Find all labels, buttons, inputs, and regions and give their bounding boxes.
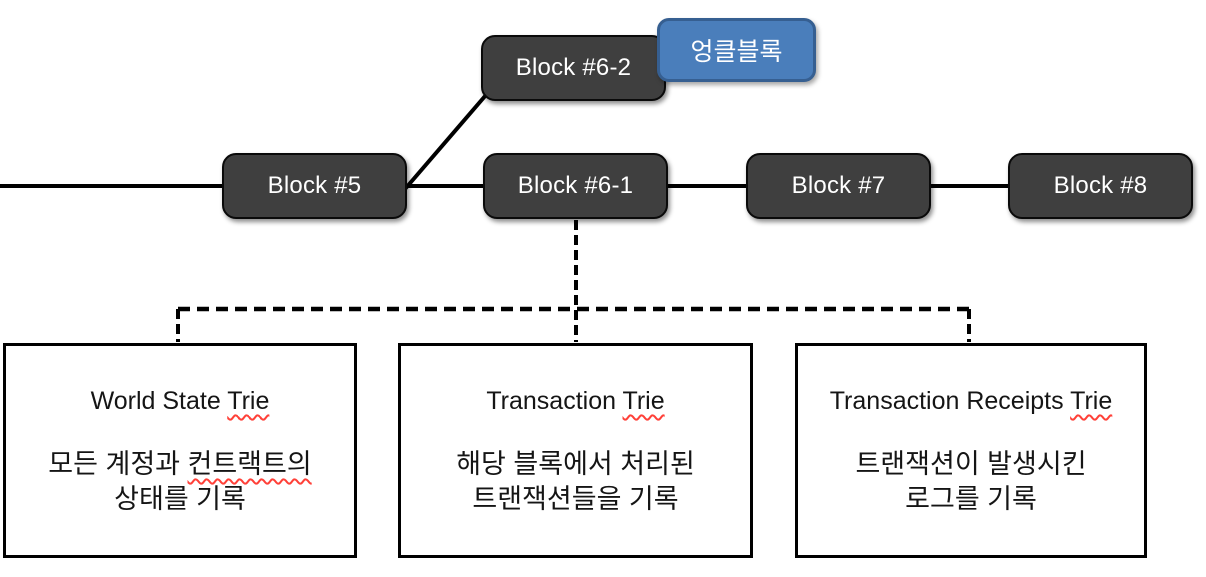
trie-title-text: World State <box>90 387 228 415</box>
trie-title: Transaction Trie <box>486 382 664 420</box>
trie-body-line: 트랜잭션이 발생시킨 <box>855 449 1087 479</box>
block-label: Block #6-2 <box>515 54 632 81</box>
block-label: Block #7 <box>791 172 886 199</box>
trie-title: Transaction Receipts Trie <box>830 382 1113 420</box>
trie-body-line: 트랜잭션들을 기록 <box>472 484 679 514</box>
uncle-block-tag: 엉클블록 <box>657 18 816 82</box>
trie-title-flagged-word: Trie <box>622 387 665 415</box>
block-5: Block #5 <box>222 153 407 219</box>
block-label: Block #5 <box>267 172 362 199</box>
uncle-tag-label: 엉클블록 <box>690 38 783 66</box>
block-label: Block #6-1 <box>517 172 634 199</box>
trie-title: World State Trie <box>91 382 270 420</box>
trie-body-line: 모든 계정과 <box>48 449 188 479</box>
block-8: Block #8 <box>1008 153 1193 219</box>
trie-body-line: 로그를 기록 <box>905 484 1037 514</box>
trie-body-flagged-word: 컨트랙트의 <box>187 449 312 479</box>
trie-title-flagged-word: Trie <box>1070 387 1113 415</box>
block-label: Block #8 <box>1053 172 1148 199</box>
trie-title-text: Transaction Receipts <box>829 387 1071 415</box>
trie-body-line: 상태를 기록 <box>114 484 246 514</box>
block-7: Block #7 <box>746 153 931 219</box>
block-6-2: Block #6-2 <box>481 35 666 101</box>
trie-body-line: 해당 블록에서 처리된 <box>456 449 695 479</box>
trie-title-flagged-word: Trie <box>227 387 270 415</box>
block-6-1: Block #6-1 <box>483 153 668 219</box>
fork-diagonal-line <box>403 86 494 191</box>
trie-title-text: Transaction <box>486 387 623 415</box>
